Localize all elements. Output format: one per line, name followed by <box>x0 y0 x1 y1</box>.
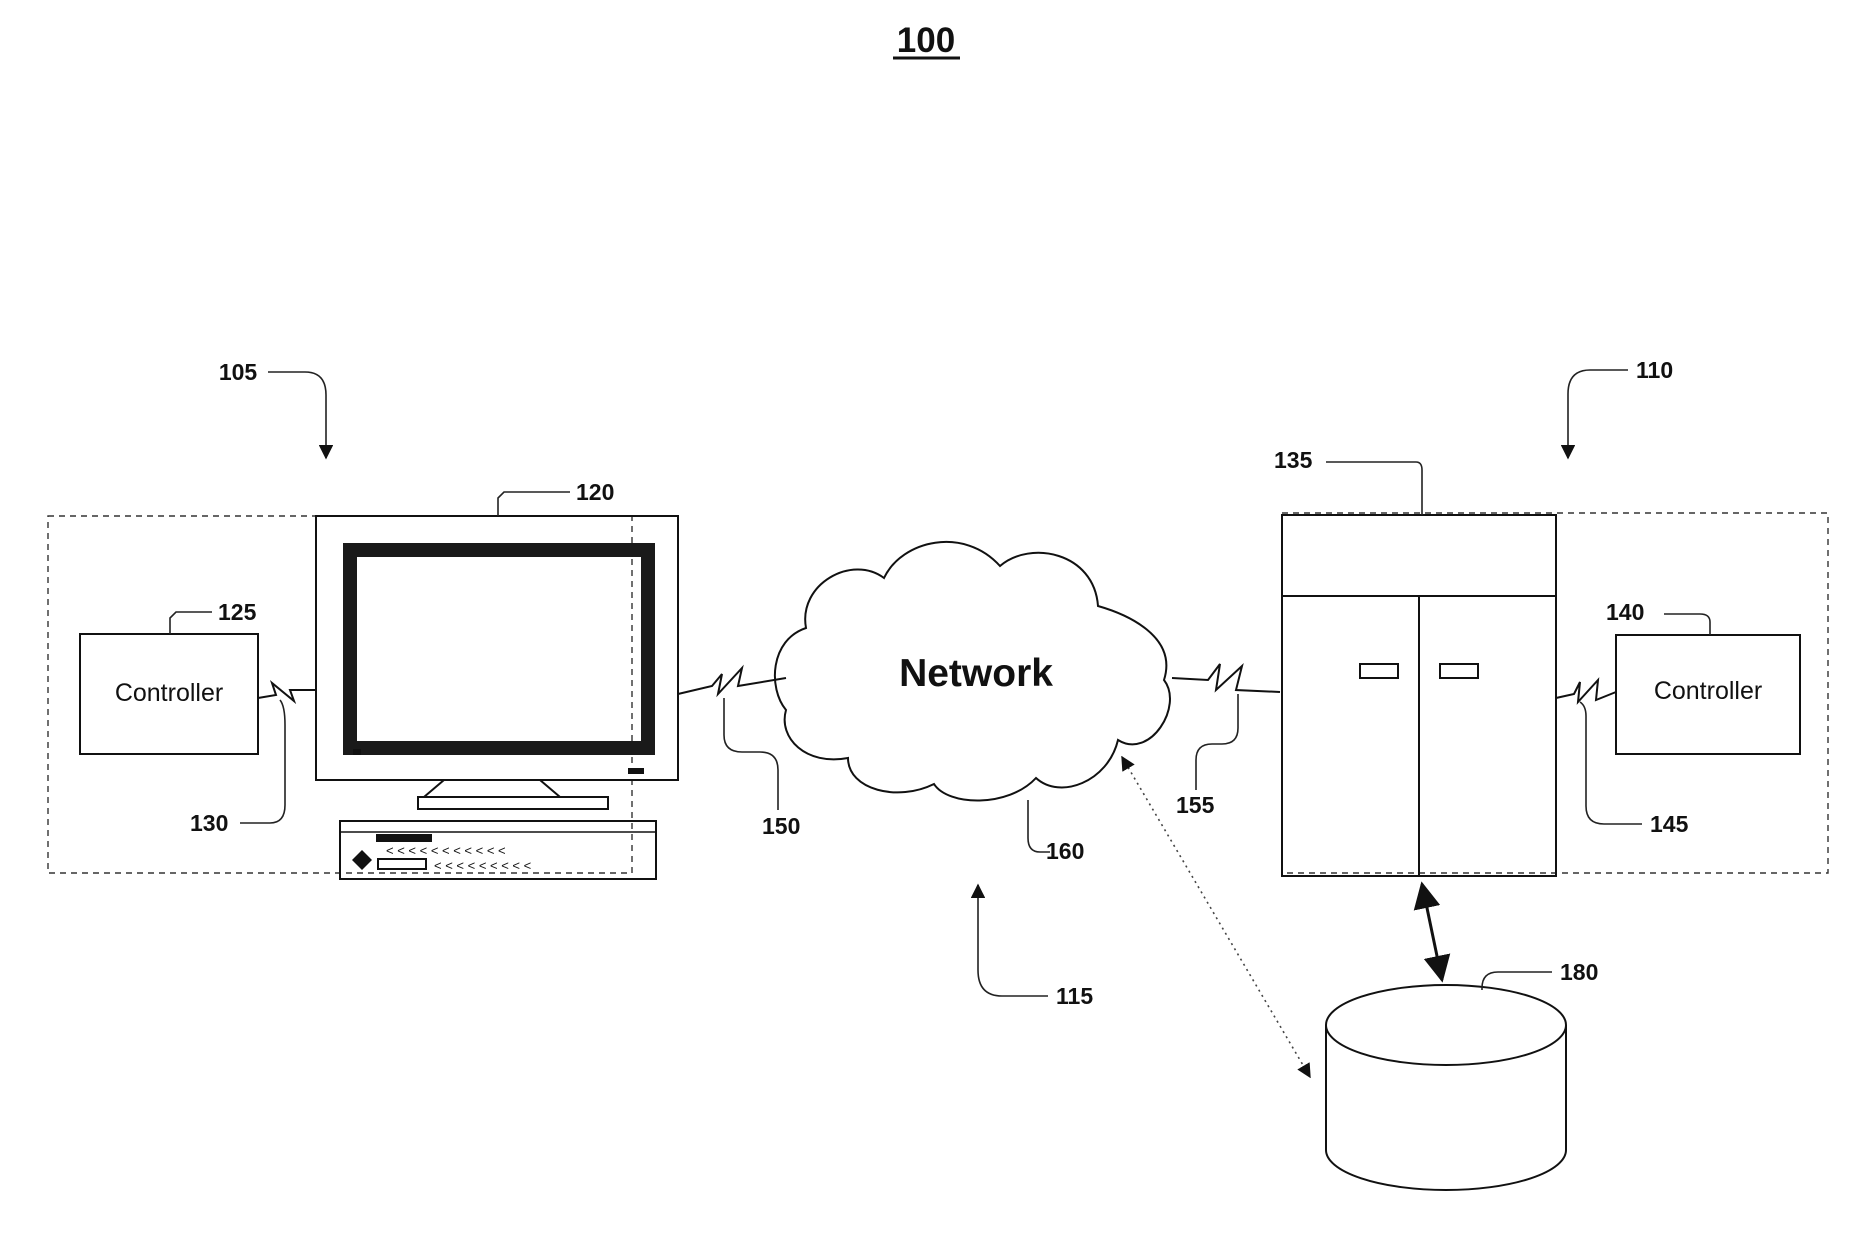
server-right-door-handle <box>1440 664 1478 678</box>
ref-155-callout: 155 <box>1176 694 1238 818</box>
vent-row-1: < < < < < < < < < < < <box>386 843 506 858</box>
ref-125-callout: 125 <box>170 599 257 634</box>
drive-bay-slot <box>376 834 432 842</box>
ref-155-label: 155 <box>1176 792 1215 818</box>
ref-110-arrow <box>1568 370 1628 458</box>
link-155-zigzag <box>1172 664 1280 692</box>
ref-115-callout: 115 <box>978 885 1093 1009</box>
ref-130-callout: 130 <box>190 700 285 836</box>
ref-110-callout: 110 <box>1568 357 1673 458</box>
ref-140-label: 140 <box>1606 599 1644 625</box>
ref-145-label: 145 <box>1650 811 1689 837</box>
monitor-base <box>418 797 608 809</box>
ref-155-leader <box>1196 694 1238 790</box>
ref-150-leader <box>724 698 778 810</box>
monitor-bezel <box>350 550 648 748</box>
vent-row-2: < < < < < < < < < <box>434 858 531 873</box>
ref-115-arrow <box>978 885 1048 996</box>
storage-180 <box>1326 985 1566 1190</box>
server-left-door-handle <box>1360 664 1398 678</box>
ref-180-label: 180 <box>1560 959 1598 985</box>
ref-140-callout: 140 <box>1606 599 1710 635</box>
ref-150-callout: 150 <box>724 698 800 839</box>
ref-105-callout: 105 <box>219 359 326 458</box>
ref-145-callout: 145 <box>1580 702 1689 837</box>
monitor-power-led <box>628 768 644 774</box>
ref-180-callout: 180 <box>1482 959 1598 990</box>
ref-110-label: 110 <box>1636 357 1673 383</box>
figure-number: 100 <box>893 21 960 60</box>
ref-140-leader <box>1664 614 1710 635</box>
ref-135-callout: 135 <box>1274 447 1422 515</box>
server-storage-link <box>1422 884 1442 980</box>
ref-135-leader <box>1326 462 1422 515</box>
ref-160-label: 160 <box>1046 838 1084 864</box>
figure-number-text: 100 <box>897 21 955 60</box>
ref-125-leader <box>170 612 212 634</box>
link-150-zigzag <box>678 668 786 694</box>
ref-130-leader <box>240 700 285 823</box>
ref-105-arrow <box>268 372 326 458</box>
monitor-stand <box>424 780 560 797</box>
ref-120-callout: 120 <box>498 479 614 516</box>
link-130-zigzag <box>258 683 316 701</box>
ref-145-leader <box>1580 702 1642 824</box>
computer-120: < < < < < < < < < < < < < < < < < < < < <box>316 516 678 879</box>
ref-115-label: 115 <box>1056 983 1093 1009</box>
ref-150-label: 150 <box>762 813 800 839</box>
ref-160-callout: 160 <box>1028 800 1084 864</box>
ref-120-leader <box>498 492 570 516</box>
storage-cylinder-top <box>1326 985 1566 1065</box>
ref-135-label: 135 <box>1274 447 1313 473</box>
ref-120-label: 120 <box>576 479 614 505</box>
ref-125-label: 125 <box>218 599 257 625</box>
network-label: Network <box>899 652 1053 695</box>
monitor-corner-mark <box>353 749 361 755</box>
ref-130-label: 130 <box>190 810 228 836</box>
controller-125-label: Controller <box>115 679 223 707</box>
storage-cylinder-body <box>1326 1025 1566 1190</box>
drive-bay-button <box>378 859 426 869</box>
computer-logo <box>352 850 372 870</box>
link-145-zigzag <box>1556 680 1616 702</box>
controller-140-label: Controller <box>1654 677 1762 705</box>
server-135 <box>1282 515 1556 876</box>
ref-105-label: 105 <box>219 359 258 385</box>
